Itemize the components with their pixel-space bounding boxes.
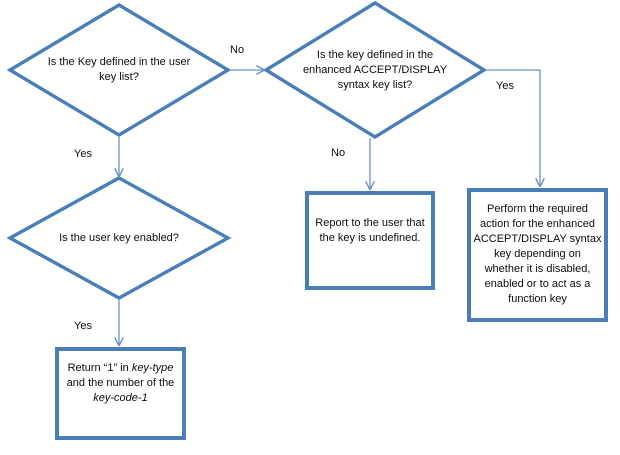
- process-label-return-key-type: Return “1” in key-type and the number of…: [66, 361, 175, 404]
- edge-label-yes-user-key-enabled: Yes: [74, 320, 92, 332]
- decision-label-user-key-list: Is the Key defined in the user key list?: [47, 56, 191, 83]
- edge-label-no-user-key-list: No: [230, 44, 245, 56]
- process-label-report-undefined: Report to the user that the key is undef…: [315, 217, 425, 244]
- edge-label-no-enhanced-syntax: No: [331, 147, 346, 159]
- edge-label-yes-user-key-list: Yes: [74, 148, 92, 160]
- decision-label-user-key-enabled: Is the user key enabled?: [59, 231, 179, 244]
- decision-label-enhanced-syntax-key-list: Is the key defined in the enhanced ACCEP…: [302, 48, 448, 91]
- process-box-report-undefined: [305, 191, 435, 290]
- edge-label-yes-enhanced-syntax: Yes: [496, 80, 514, 92]
- process-box-return-key-type: [55, 347, 186, 440]
- process-box-perform-action: [467, 188, 608, 322]
- process-label-perform-action: Perform the required action for the enha…: [473, 202, 602, 305]
